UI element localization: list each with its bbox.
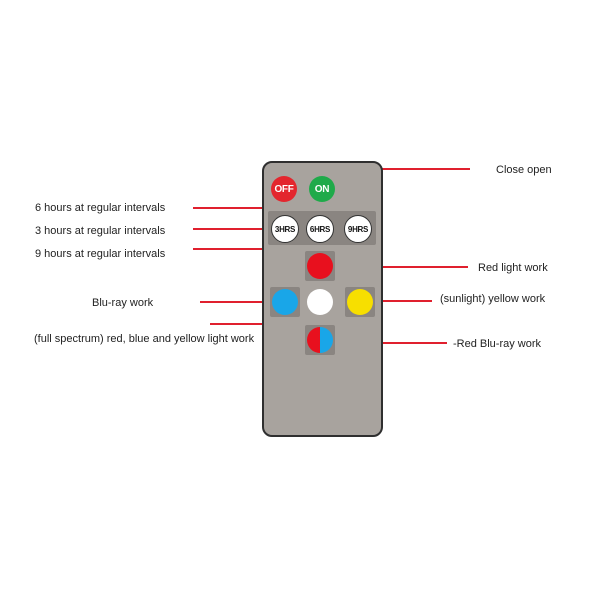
timer-9hrs-button[interactable]: 9HRS <box>344 215 372 243</box>
label-yellow: (sunlight) yellow work <box>440 293 546 305</box>
label-9-hours: 9 hours at regular intervals <box>35 248 166 260</box>
label-red-light: Red light work <box>478 262 548 274</box>
label-3-hours: 3 hours at regular intervals <box>35 225 166 237</box>
off-button[interactable]: OFF <box>271 176 297 202</box>
timer-3hrs-button[interactable]: 3HRS <box>271 215 299 243</box>
label-6-hours: 6 hours at regular intervals <box>35 202 166 214</box>
red-blue-button[interactable] <box>307 327 333 353</box>
label-close-open: Close open <box>496 164 552 176</box>
blue-light-button[interactable] <box>272 289 298 315</box>
label-red-blu-ray: -Red Blu-ray work <box>453 338 542 350</box>
on-button[interactable]: ON <box>309 176 335 202</box>
full-spectrum-button[interactable] <box>307 289 333 315</box>
red-light-button[interactable] <box>307 253 333 279</box>
timer-6hrs-button[interactable]: 6HRS <box>306 215 334 243</box>
yellow-light-button[interactable] <box>347 289 373 315</box>
label-blu-ray: Blu-ray work <box>92 297 154 309</box>
label-full-spectrum: (full spectrum) red, blue and yellow lig… <box>34 333 255 345</box>
